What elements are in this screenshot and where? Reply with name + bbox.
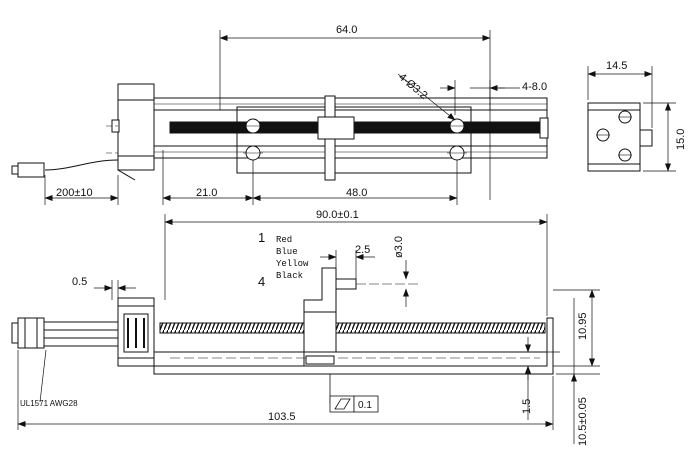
top-cable	[44, 159, 119, 171]
top-mounting-holes	[243, 118, 467, 161]
dim-lug-offset: 2.5	[355, 244, 370, 256]
pin-number-last: 4	[258, 274, 265, 289]
flatness-callout	[329, 374, 379, 413]
top-view	[11, 83, 549, 181]
dim-left-offset: 21.0	[196, 187, 217, 199]
dim-flatness: 0.1	[358, 400, 372, 411]
dim-overall-height: 10.5±0.05	[577, 397, 589, 446]
side-wires	[44, 321, 118, 347]
top-connector	[17, 162, 45, 178]
wire-color-red: Red	[276, 235, 292, 245]
wire-color-yellow: Yellow	[276, 259, 309, 269]
side-connector	[17, 317, 45, 349]
end-view-dimensions	[587, 66, 676, 172]
top-motor-body	[117, 83, 155, 171]
wire-color-blue: Blue	[276, 247, 298, 257]
dim-gap: 0.5	[72, 276, 87, 288]
side-pin	[335, 278, 357, 290]
side-rail-base	[153, 317, 554, 375]
cable-spec-label: UL1571 AWG28	[20, 399, 78, 408]
side-lead-screw	[159, 322, 546, 334]
dim-end-width: 14.5	[606, 60, 627, 72]
top-view-dimensions	[44, 30, 520, 205]
dim-slot-spec: 4-8.0	[522, 81, 547, 93]
dim-cable-length: 200±10	[56, 187, 93, 199]
top-slider	[236, 106, 472, 174]
dim-hole-pitch: 48.0	[346, 187, 367, 199]
flatness-symbol	[334, 398, 351, 410]
end-view	[587, 102, 653, 172]
dim-end-height: 15.0	[675, 129, 687, 150]
dim-body-length: 90.0±0.1	[316, 209, 359, 221]
side-view-dimensions	[17, 214, 600, 444]
end-view-body	[587, 102, 641, 172]
dim-total-length: 103.5	[268, 411, 296, 423]
dim-hole-spec: 4-Ø3.2	[396, 71, 429, 102]
pin-number-first: 1	[258, 230, 265, 245]
dim-top-overall: 64.0	[336, 24, 357, 36]
dim-rail-height: 10.95	[577, 312, 589, 340]
dim-pin-dia: ø3.0	[393, 236, 405, 258]
wire-color-black: Black	[276, 271, 303, 281]
top-lead-screw	[169, 121, 541, 134]
dim-base-thickness: 1.5	[521, 399, 533, 414]
side-view	[11, 267, 554, 375]
